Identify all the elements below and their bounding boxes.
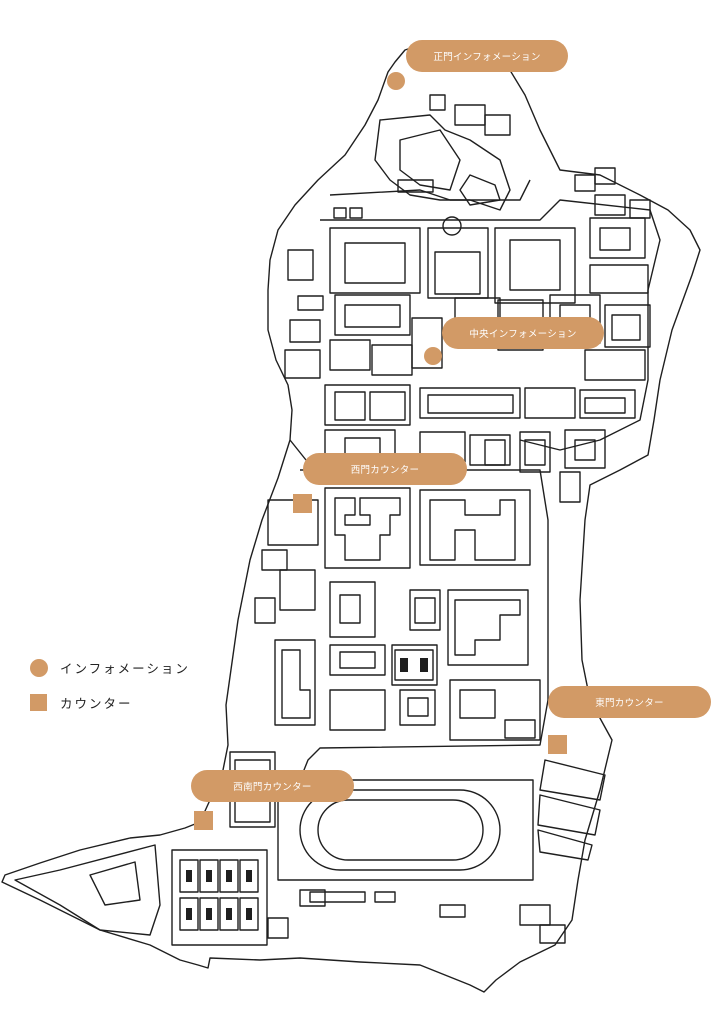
southwest-gate-counter-marker [194, 811, 213, 830]
west-gate-counter-marker [293, 494, 312, 513]
information-marker-icon [30, 658, 48, 677]
southwest-gate-counter-label[interactable]: 西南門カウンター [191, 770, 354, 802]
east-gate-counter-label[interactable]: 東門カウンター [548, 686, 711, 718]
main-gate-info-marker [387, 72, 405, 90]
legend-information: インフォメーション [30, 658, 190, 677]
counter-marker-icon [30, 694, 47, 711]
central-info-marker [424, 347, 442, 365]
main-gate-info-label[interactable]: 正門インフォメーション [406, 40, 568, 72]
campus-boundary [1, 44, 701, 993]
legend-information-label: インフォメーション [60, 661, 190, 676]
legend-counter: カウンター [30, 693, 133, 712]
east-gate-counter-marker [548, 735, 567, 754]
central-info-label[interactable]: 中央インフォメーション [442, 317, 604, 349]
legend-counter-label: カウンター [60, 696, 133, 711]
west-gate-counter-label[interactable]: 西門カウンター [303, 453, 467, 485]
